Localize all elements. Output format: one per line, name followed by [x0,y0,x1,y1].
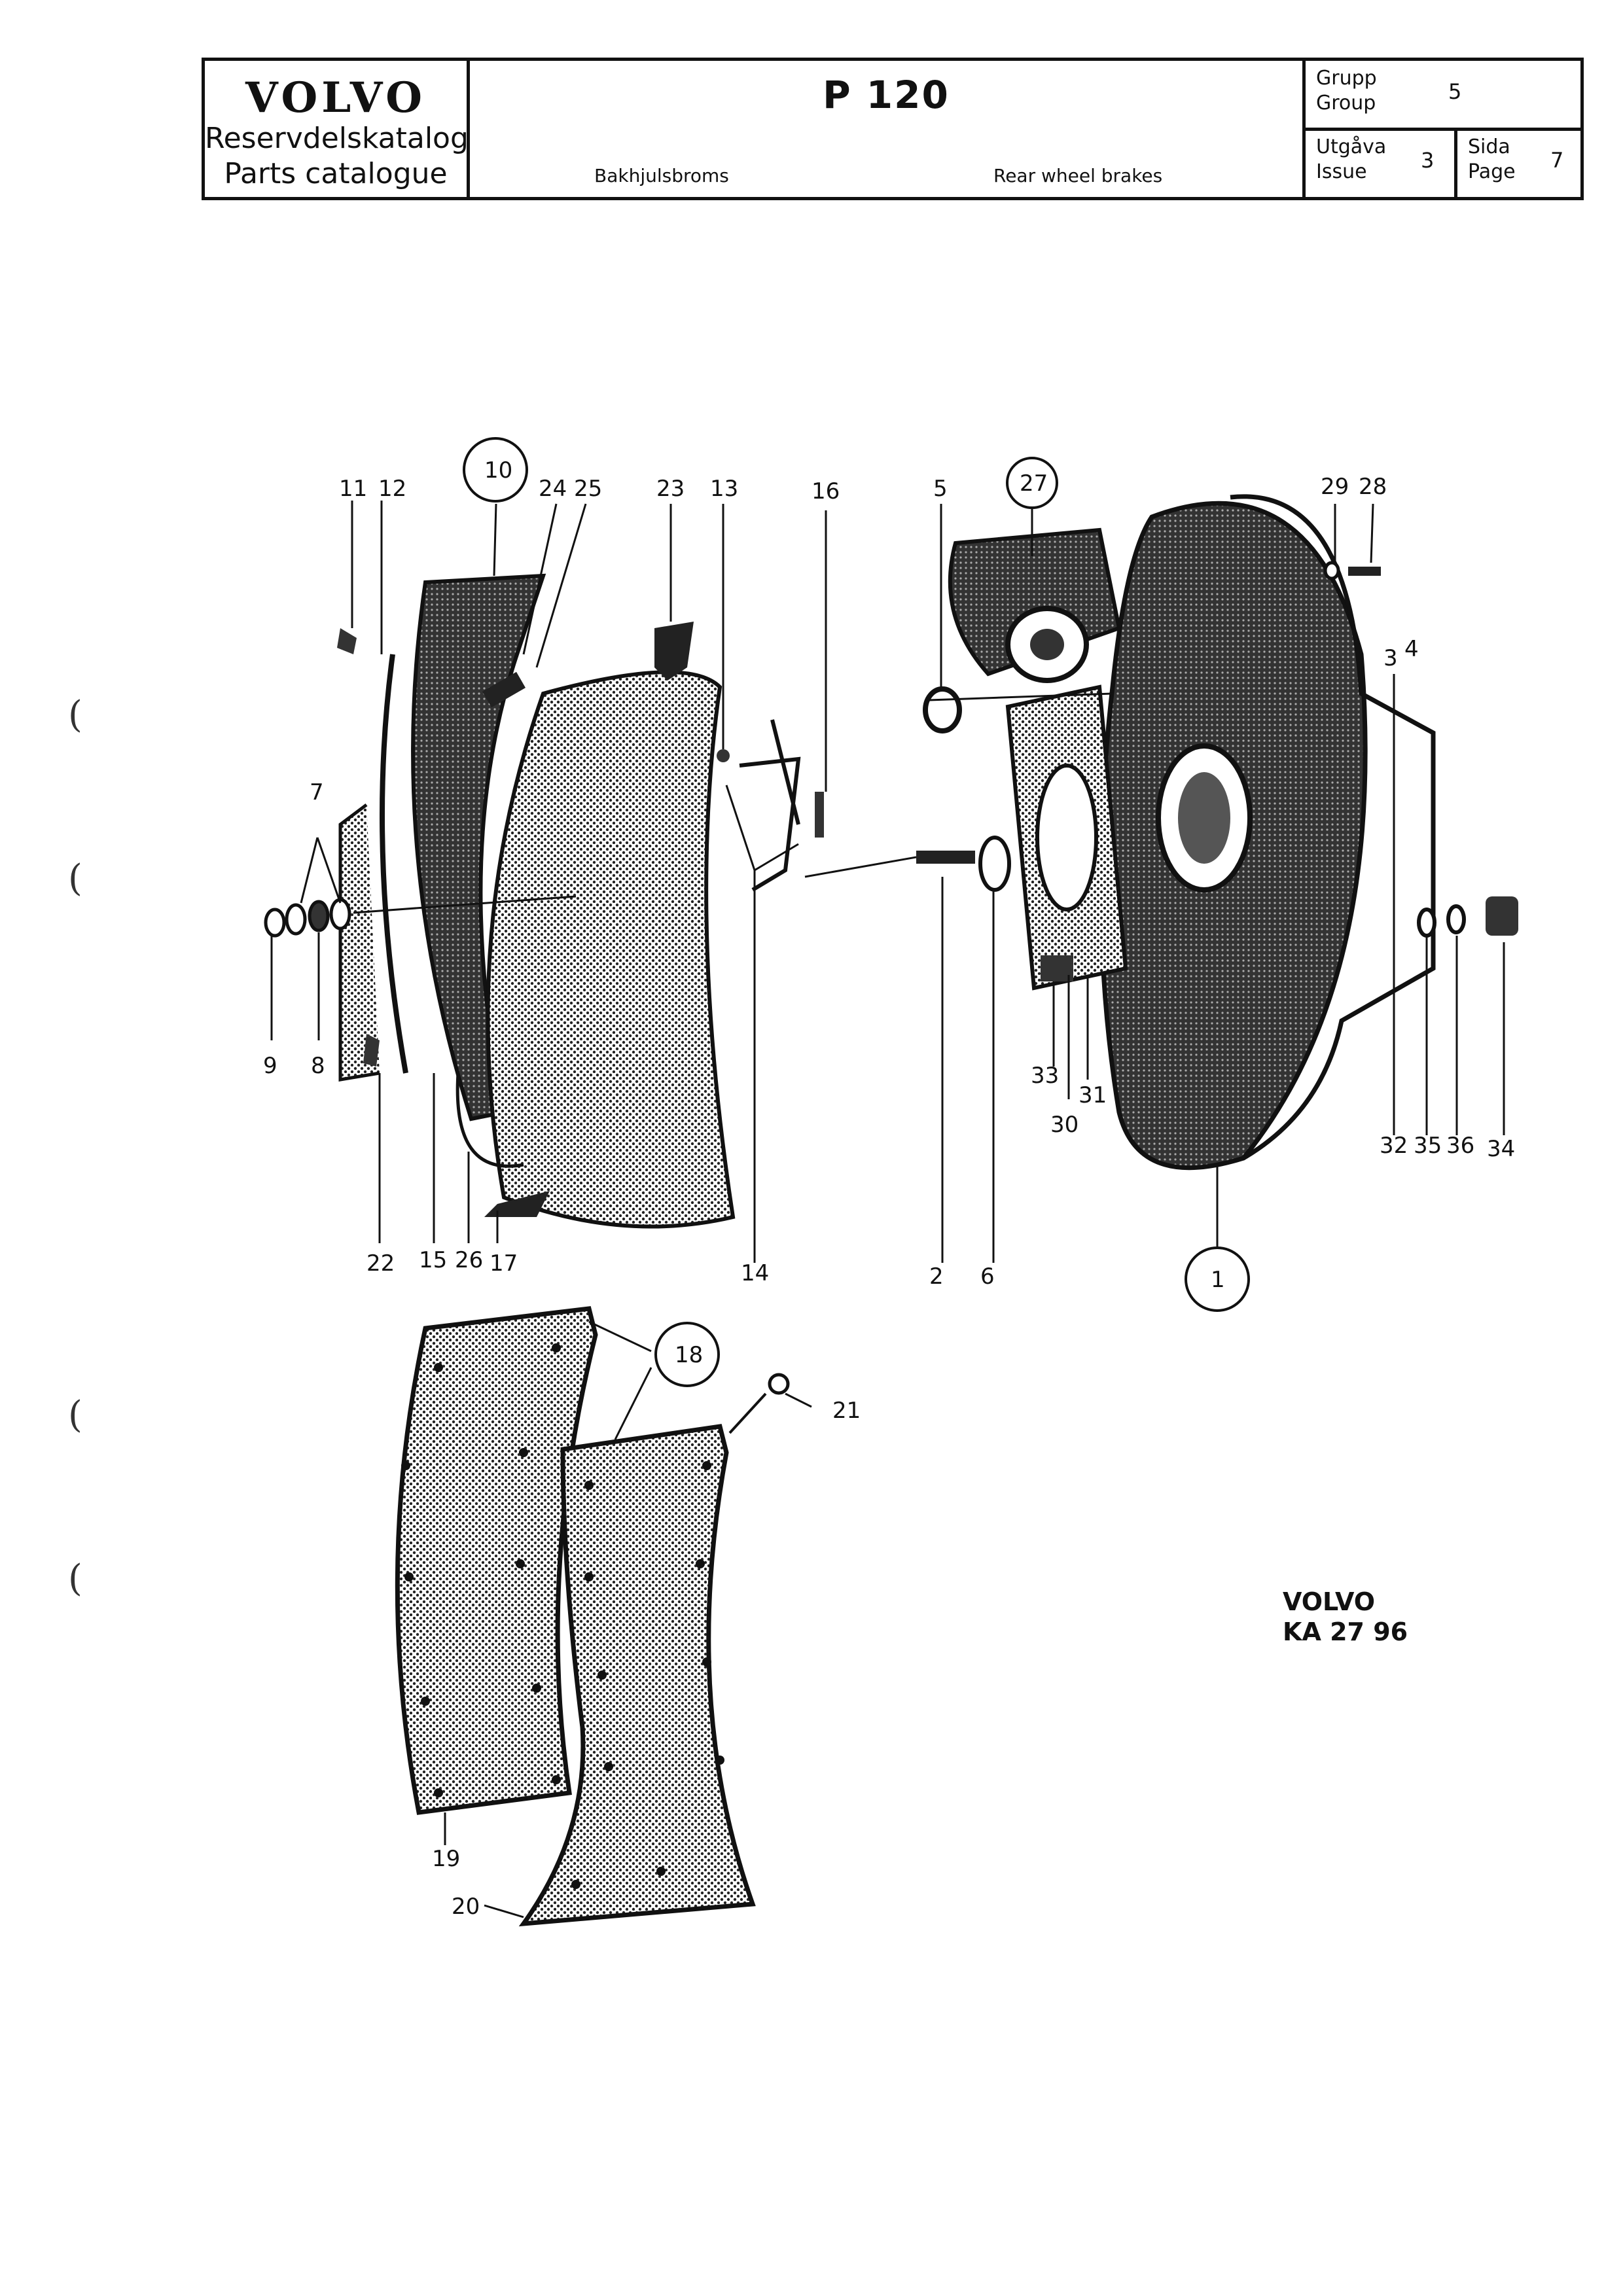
title-cell: P 120 Bakhjulsbroms Rear wheel brakes [470,61,1306,197]
backing-plate [1098,494,1436,1171]
callout-24: 24 [539,476,567,502]
page-cell: Sida Page 7 [1457,131,1580,197]
callout-26: 26 [455,1247,483,1273]
volvo-logo: VOLVO [245,73,426,122]
binder-mark: ( [68,857,82,900]
callout-36: 36 [1446,1133,1474,1159]
issue-label-en: Issue [1316,160,1367,183]
callout-1: 1 [1211,1267,1225,1293]
callout-32: 32 [1380,1133,1408,1159]
issue-label-sv: Utgåva [1316,135,1387,158]
brand-cell: VOLVO Reservdelskatalog Parts catalogue [205,61,470,197]
brake-shoe-assembly [338,573,736,1229]
binder-mark: ( [68,1394,82,1436]
callout-25: 25 [574,476,602,502]
callout-9: 9 [263,1053,277,1079]
callout-12: 12 [378,476,406,502]
callout-16: 16 [812,478,840,504]
group-value: 5 [1448,79,1462,104]
callout-28: 28 [1359,474,1387,500]
callout-30: 30 [1050,1112,1079,1138]
callout-29: 29 [1321,474,1349,500]
callout-21: 21 [832,1398,861,1424]
group-cell: Grupp Group 5 [1306,61,1580,131]
binder-mark: ( [68,1557,82,1600]
callout-34: 34 [1487,1136,1515,1162]
explode-lines [353,692,1113,914]
brake-lining-lower [518,1373,790,1927]
callout-20: 20 [452,1894,480,1920]
callout-31: 31 [1079,1082,1107,1108]
callout-17: 17 [490,1250,518,1277]
callout-5: 5 [933,476,948,502]
section-title-en: Rear wheel brakes [993,165,1163,186]
page-label-en: Page [1468,160,1516,183]
page-value: 7 [1550,148,1564,173]
callout-13: 13 [710,476,738,502]
callout-15: 15 [419,1247,447,1273]
reference-number: KA 27 96 [1283,1617,1408,1646]
meta-cell: Grupp Group 5 Utgåva Issue 3 Sida Page 7 [1306,61,1580,197]
section-title-sv: Bakhjulsbroms [594,165,729,186]
group-label-en: Group [1316,92,1376,115]
callout-11: 11 [339,476,367,502]
callout-27: 27 [1020,470,1048,497]
callout-7: 7 [310,779,324,805]
small-parts [264,561,1518,1067]
issue-cell: Utgåva Issue 3 [1306,131,1457,197]
group-label-sv: Grupp [1316,67,1377,90]
leader-lines [270,501,1505,1918]
model-name: P 120 [823,73,950,117]
catalog-title-en: Parts catalogue [224,157,448,190]
callout-35: 35 [1414,1133,1442,1159]
callout-6: 6 [980,1263,995,1290]
callout-22: 22 [366,1250,395,1277]
callout-4: 4 [1404,636,1419,662]
callout-23: 23 [656,476,685,502]
callout-8: 8 [311,1053,325,1079]
page-label-sv: Sida [1468,135,1510,158]
catalog-header: VOLVO Reservdelskatalog Parts catalogue … [202,58,1584,200]
callout-3: 3 [1383,645,1398,671]
gasket-plate [1005,684,1128,991]
issue-page-row: Utgåva Issue 3 Sida Page 7 [1306,131,1580,197]
reference-brand: VOLVO [1283,1587,1376,1616]
callout-14: 14 [741,1260,769,1286]
callout-19: 19 [432,1846,460,1872]
callout-10: 10 [484,457,512,484]
circled-callouts [463,437,1250,1387]
callout-18: 18 [675,1342,703,1368]
binder-mark: ( [68,694,82,736]
callout-2: 2 [929,1263,944,1290]
reference-code: VOLVO KA 27 96 [1283,1587,1408,1647]
catalog-title-sv: Reservdelskatalog [205,122,469,155]
wheel-cylinder [948,527,1122,683]
callout-33: 33 [1031,1063,1059,1089]
issue-value: 3 [1421,148,1435,173]
